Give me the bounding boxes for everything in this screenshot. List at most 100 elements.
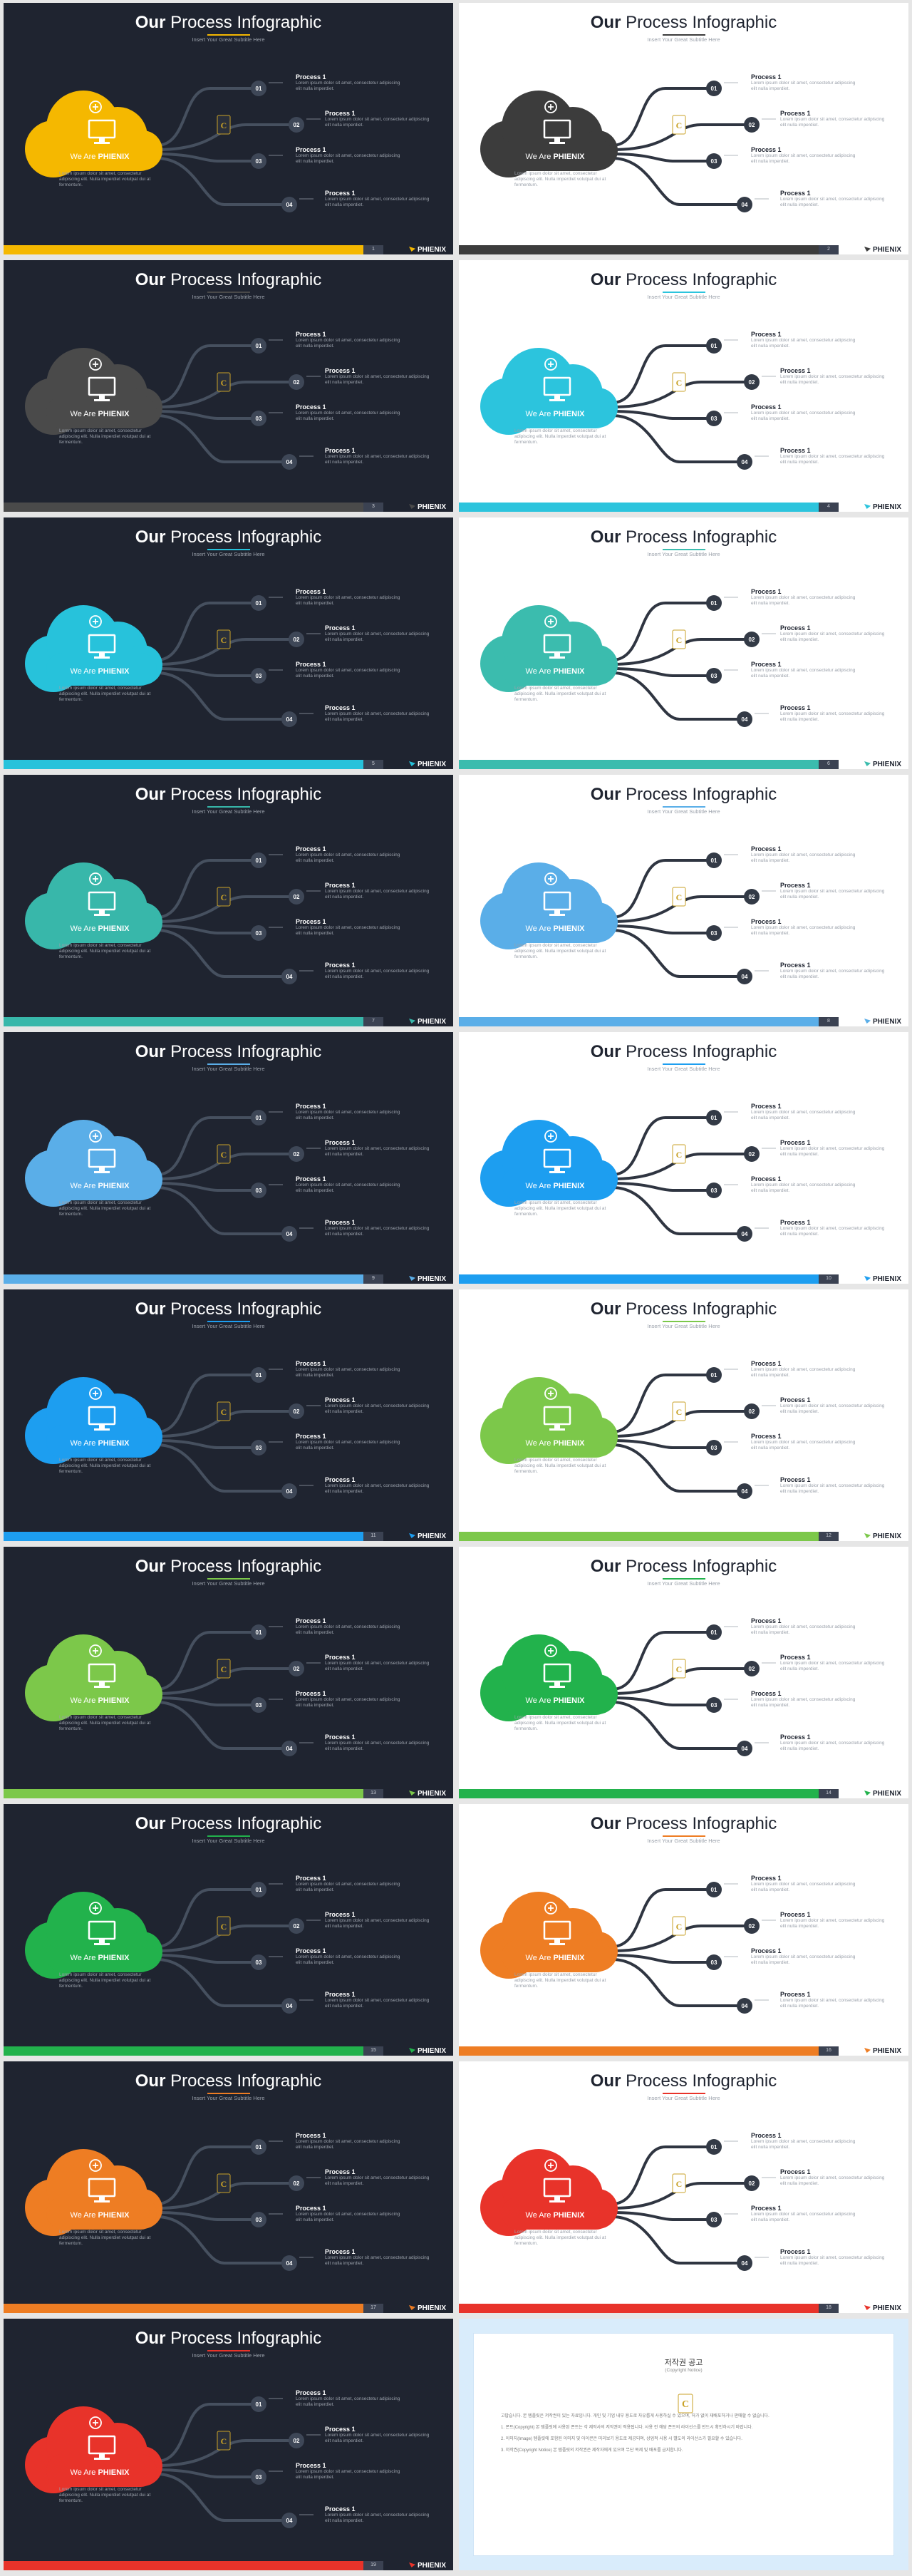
process-title: Process 1 xyxy=(751,918,782,925)
cloud-label-brand: PHIENIX xyxy=(98,2211,130,2220)
brand-name: PHIENIX xyxy=(417,1018,446,1026)
process-description: Lorem ipsum dolor sit amet, consectetur … xyxy=(780,374,885,385)
monitor-icon xyxy=(88,2435,116,2460)
bird-icon xyxy=(864,504,871,509)
footer-brand-area xyxy=(839,1017,908,1026)
step-number-2: 02 xyxy=(289,1661,304,1676)
connector-line xyxy=(611,924,708,934)
footer-brand-area xyxy=(383,2561,453,2570)
slide-title: Our Process Infographic xyxy=(459,2071,908,2091)
brand-logo: PHIENIX xyxy=(408,2562,446,2570)
slide-subtitle: Insert Your Great Subtitle Here xyxy=(647,551,720,557)
process-description: Lorem ipsum dolor sit amet, consectetur … xyxy=(751,852,856,863)
plus-icon xyxy=(89,1387,102,1400)
logo-badge-letter: C xyxy=(221,892,227,902)
cloud-label-prefix: We Are xyxy=(525,1439,551,1448)
step-number-4: 04 xyxy=(281,969,297,984)
page-number: 11 xyxy=(370,1533,376,1538)
step-number-3: 03 xyxy=(251,411,266,426)
brand-logo: PHIENIX xyxy=(864,1790,901,1798)
step-number-2: 02 xyxy=(744,1918,760,1934)
connector-line xyxy=(155,1443,283,1493)
logo-badge xyxy=(672,887,686,907)
process-title: Process 1 xyxy=(296,2462,326,2469)
brand-name: PHIENIX xyxy=(872,2047,901,2055)
cloud-description: Lorem ipsum dolor sit amet, consectetur … xyxy=(514,1972,606,1989)
title-underline xyxy=(207,1321,250,1322)
process-title: Process 1 xyxy=(296,2389,326,2396)
step-number-1: 01 xyxy=(706,2139,722,2155)
notice-paragraph: 고맙습니다. 본 템플릿은 저작권이 있는 자료입니다. 개인 및 기업 내부 … xyxy=(501,2414,770,2418)
title-underline xyxy=(207,1578,250,1580)
process-description: Lorem ipsum dolor sit amet, consectetur … xyxy=(296,1697,400,1708)
infographic-graphic: C xyxy=(480,1626,776,1750)
slide-subtitle: Insert Your Great Subtitle Here xyxy=(192,36,265,43)
bird-icon xyxy=(864,761,871,766)
cloud-shape xyxy=(25,1892,162,1979)
slide-title: Our Process Infographic xyxy=(4,2071,453,2091)
connector-line xyxy=(155,153,252,163)
cloud-label-prefix: We Are xyxy=(70,2468,96,2477)
step-number-1: 01 xyxy=(251,595,266,611)
brand-name: PHIENIX xyxy=(872,1790,901,1798)
cloud-label-prefix: We Are xyxy=(525,667,551,676)
cloud-label: We Are PHIENIX xyxy=(46,153,153,161)
process-description: Lorem ipsum dolor sit amet, consectetur … xyxy=(325,1998,430,2009)
slide-title-rest: Process Infographic xyxy=(170,1042,322,1061)
process-description: Lorem ipsum dolor sit amet, consectetur … xyxy=(780,1998,885,2009)
step-number-1: 01 xyxy=(706,1110,722,1125)
process-description: Lorem ipsum dolor sit amet, consectetur … xyxy=(325,2255,430,2266)
plus-icon xyxy=(89,1130,102,1143)
process-description: Lorem ipsum dolor sit amet, consectetur … xyxy=(296,1882,400,1892)
logo-badge-letter: C xyxy=(676,378,683,388)
process-description: Lorem ipsum dolor sit amet, consectetur … xyxy=(751,1110,856,1120)
step-number-1: 01 xyxy=(251,1882,266,1897)
footer-brand-area xyxy=(839,2046,908,2056)
process-description: Lorem ipsum dolor sit amet, consectetur … xyxy=(780,1741,885,1751)
infographic-graphic: C xyxy=(480,854,776,978)
step-number-1: 01 xyxy=(251,2396,266,2412)
page-number: 16 xyxy=(826,2048,831,2053)
process-title: Process 1 xyxy=(296,1175,326,1183)
plus-icon xyxy=(89,2416,102,2429)
process-description: Lorem ipsum dolor sit amet, consectetur … xyxy=(325,117,430,128)
footer-page-box xyxy=(363,2046,383,2056)
connector-line xyxy=(155,1116,252,1176)
process-title: Process 1 xyxy=(780,1733,811,1741)
slide-subtitle: Insert Your Great Subtitle Here xyxy=(192,294,265,300)
infographic-graphic: C xyxy=(480,597,776,721)
logo-badge xyxy=(672,115,686,135)
cloud-description: Lorem ipsum dolor sit amet, consectetur … xyxy=(59,2487,151,2503)
cloud-label: We Are PHIENIX xyxy=(502,667,608,676)
cloud-description: Lorem ipsum dolor sit amet, consectetur … xyxy=(514,171,606,187)
process-title: Process 1 xyxy=(780,704,811,711)
